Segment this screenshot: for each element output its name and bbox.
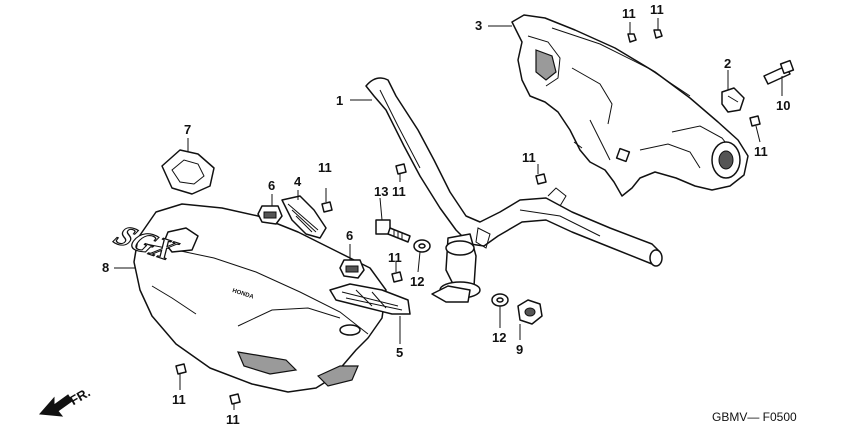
part-13-bolt [375, 219, 411, 243]
callout-12-a: 12 [410, 274, 424, 289]
drawing-code: GBMV— F0500 [712, 410, 797, 424]
part-5-grille [329, 283, 411, 315]
callout-10: 10 [776, 98, 790, 113]
part-6-clip-upper [257, 205, 283, 225]
part-2-bracket [721, 87, 745, 113]
direction-label: FR. [67, 385, 93, 408]
leader-lines [114, 18, 783, 410]
part-12-washer-lower [491, 293, 509, 307]
front-arrow-icon [38, 394, 73, 417]
part-4-grille [281, 195, 327, 239]
callout-7: 7 [184, 122, 191, 137]
screw-group [175, 29, 761, 405]
handlebar-pipe [365, 77, 663, 303]
part-6-clip-lower [339, 259, 365, 279]
callout-13: 13 [374, 184, 388, 199]
callout-1: 1 [336, 93, 343, 108]
callout-11-d: 11 [392, 184, 406, 199]
callout-3: 3 [475, 18, 482, 33]
callouts: 1 2 3 4 5 6 6 7 8 9 10 11 11 11 11 11 11… [102, 2, 790, 427]
callout-6-upper: 6 [268, 178, 275, 193]
front-direction-indicator: FR. [38, 385, 93, 417]
callout-6-lower: 6 [346, 228, 353, 243]
callout-4: 4 [294, 174, 302, 189]
part-12-washer-upper [413, 239, 431, 253]
part-7-grommet [161, 149, 215, 195]
callout-11-g: 11 [522, 150, 536, 165]
part-10-bolt [763, 59, 795, 85]
part-9-nut [517, 299, 543, 325]
callout-5: 5 [396, 345, 403, 360]
callout-11-a: 11 [622, 6, 636, 21]
callout-11-e: 11 [318, 160, 332, 175]
callout-11-i: 11 [226, 412, 240, 427]
callout-11-b: 11 [650, 2, 664, 17]
callout-11-f: 11 [388, 250, 402, 265]
callout-11-c: 11 [754, 144, 768, 159]
callout-11-h: 11 [172, 392, 186, 407]
callout-8: 8 [102, 260, 109, 275]
callout-9: 9 [516, 342, 523, 357]
rear-handle-cover [511, 14, 749, 197]
callout-2: 2 [724, 56, 731, 71]
callout-12-b: 12 [492, 330, 506, 345]
